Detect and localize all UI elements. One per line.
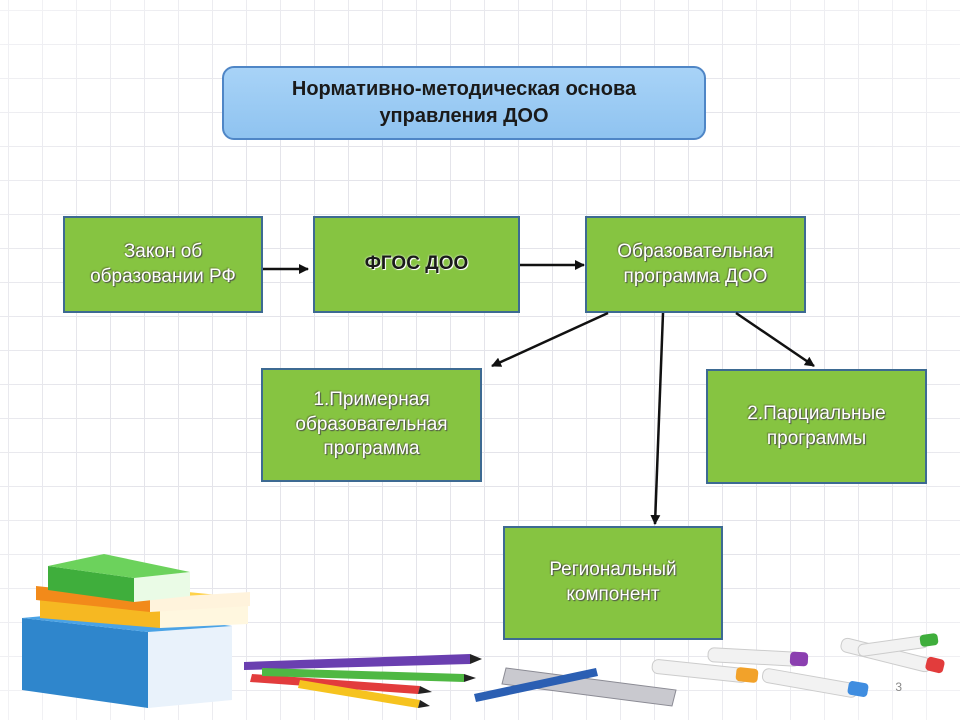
stationery-decoration — [22, 554, 945, 708]
ruler-icon — [501, 667, 677, 707]
arrow-program-to-regional — [650, 312, 665, 525]
node-partial-programs: 2.Парциальные программы — [706, 369, 927, 484]
markers-icon — [651, 633, 945, 698]
diagram-title: Нормативно-методическая основа управлени… — [222, 66, 706, 140]
pencils-icon — [244, 654, 482, 708]
arrow-program-to-partial — [735, 311, 815, 368]
node-fgos: ФГОС ДОО — [313, 216, 520, 313]
node-law: Закон об образовании РФ — [63, 216, 263, 313]
pen-icon — [474, 668, 598, 702]
books-icon — [22, 554, 250, 708]
arrow-program-to-approx — [491, 311, 609, 368]
node-approx-program: 1.Примерная образовательная программа — [261, 368, 482, 482]
page-number: 3 — [895, 680, 902, 694]
node-program: Образовательная программа ДОО — [585, 216, 806, 313]
node-regional-component: Региональный компонент — [503, 526, 723, 640]
